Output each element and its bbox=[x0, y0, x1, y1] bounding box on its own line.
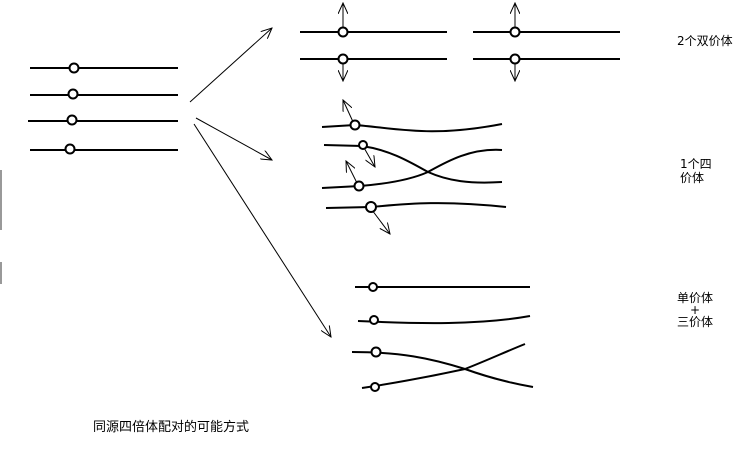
edge-artifact bbox=[0, 170, 2, 230]
trivalent-strand-2 bbox=[351, 351, 534, 388]
pull-arrow bbox=[346, 161, 359, 186]
quadrivalent-strand-1 bbox=[321, 123, 503, 133]
centromere bbox=[509, 53, 521, 65]
centromere bbox=[337, 53, 349, 65]
label-trivalent: 三价体 bbox=[676, 315, 713, 329]
centromere bbox=[365, 201, 377, 213]
homologous-chromosomes-group bbox=[28, 62, 178, 155]
centromere bbox=[509, 26, 521, 38]
univalent-trivalent-group bbox=[351, 282, 534, 392]
centromere bbox=[358, 140, 368, 150]
centromere bbox=[67, 88, 79, 100]
quadrivalent-strand-3 bbox=[321, 148, 503, 189]
trivalent-strand-1 bbox=[357, 315, 531, 325]
branch-arrows bbox=[189, 28, 331, 337]
centromere bbox=[64, 143, 76, 155]
label-univalent-trivalent: 单价体 + 三价体 bbox=[672, 291, 718, 329]
label-plus: + bbox=[689, 303, 701, 317]
pull-arrow bbox=[343, 100, 355, 125]
centromere bbox=[66, 114, 78, 126]
quadrivalent-strand-4 bbox=[325, 202, 507, 209]
label-bivalents: 2个双价体 bbox=[677, 34, 733, 48]
arrow-to-univalent-trivalent bbox=[193, 123, 331, 337]
centromere bbox=[369, 315, 379, 325]
centromere bbox=[353, 180, 365, 192]
label-quadrivalent-line2: 价体 bbox=[680, 171, 705, 185]
arrow-to-bivalents bbox=[189, 28, 272, 103]
trivalent-strand-3 bbox=[361, 343, 526, 389]
centromere bbox=[349, 119, 361, 131]
caption: 同源四倍体配对的可能方式 bbox=[93, 420, 250, 435]
label-quadrivalent-line1: 1个四 bbox=[680, 157, 712, 171]
centromere bbox=[370, 382, 380, 392]
centromere bbox=[68, 62, 80, 74]
centromere bbox=[368, 282, 378, 292]
centromere bbox=[337, 26, 349, 38]
bivalents-group bbox=[300, 3, 620, 81]
label-univalent: 单价体 bbox=[676, 291, 713, 305]
arrow-to-quadrivalent bbox=[195, 117, 272, 160]
edge-artifact bbox=[0, 262, 2, 284]
centromere bbox=[370, 346, 382, 358]
label-quadrivalent: 1个四 价体 bbox=[680, 157, 712, 185]
quadrivalent-group bbox=[321, 100, 507, 234]
pull-arrow bbox=[371, 209, 390, 234]
